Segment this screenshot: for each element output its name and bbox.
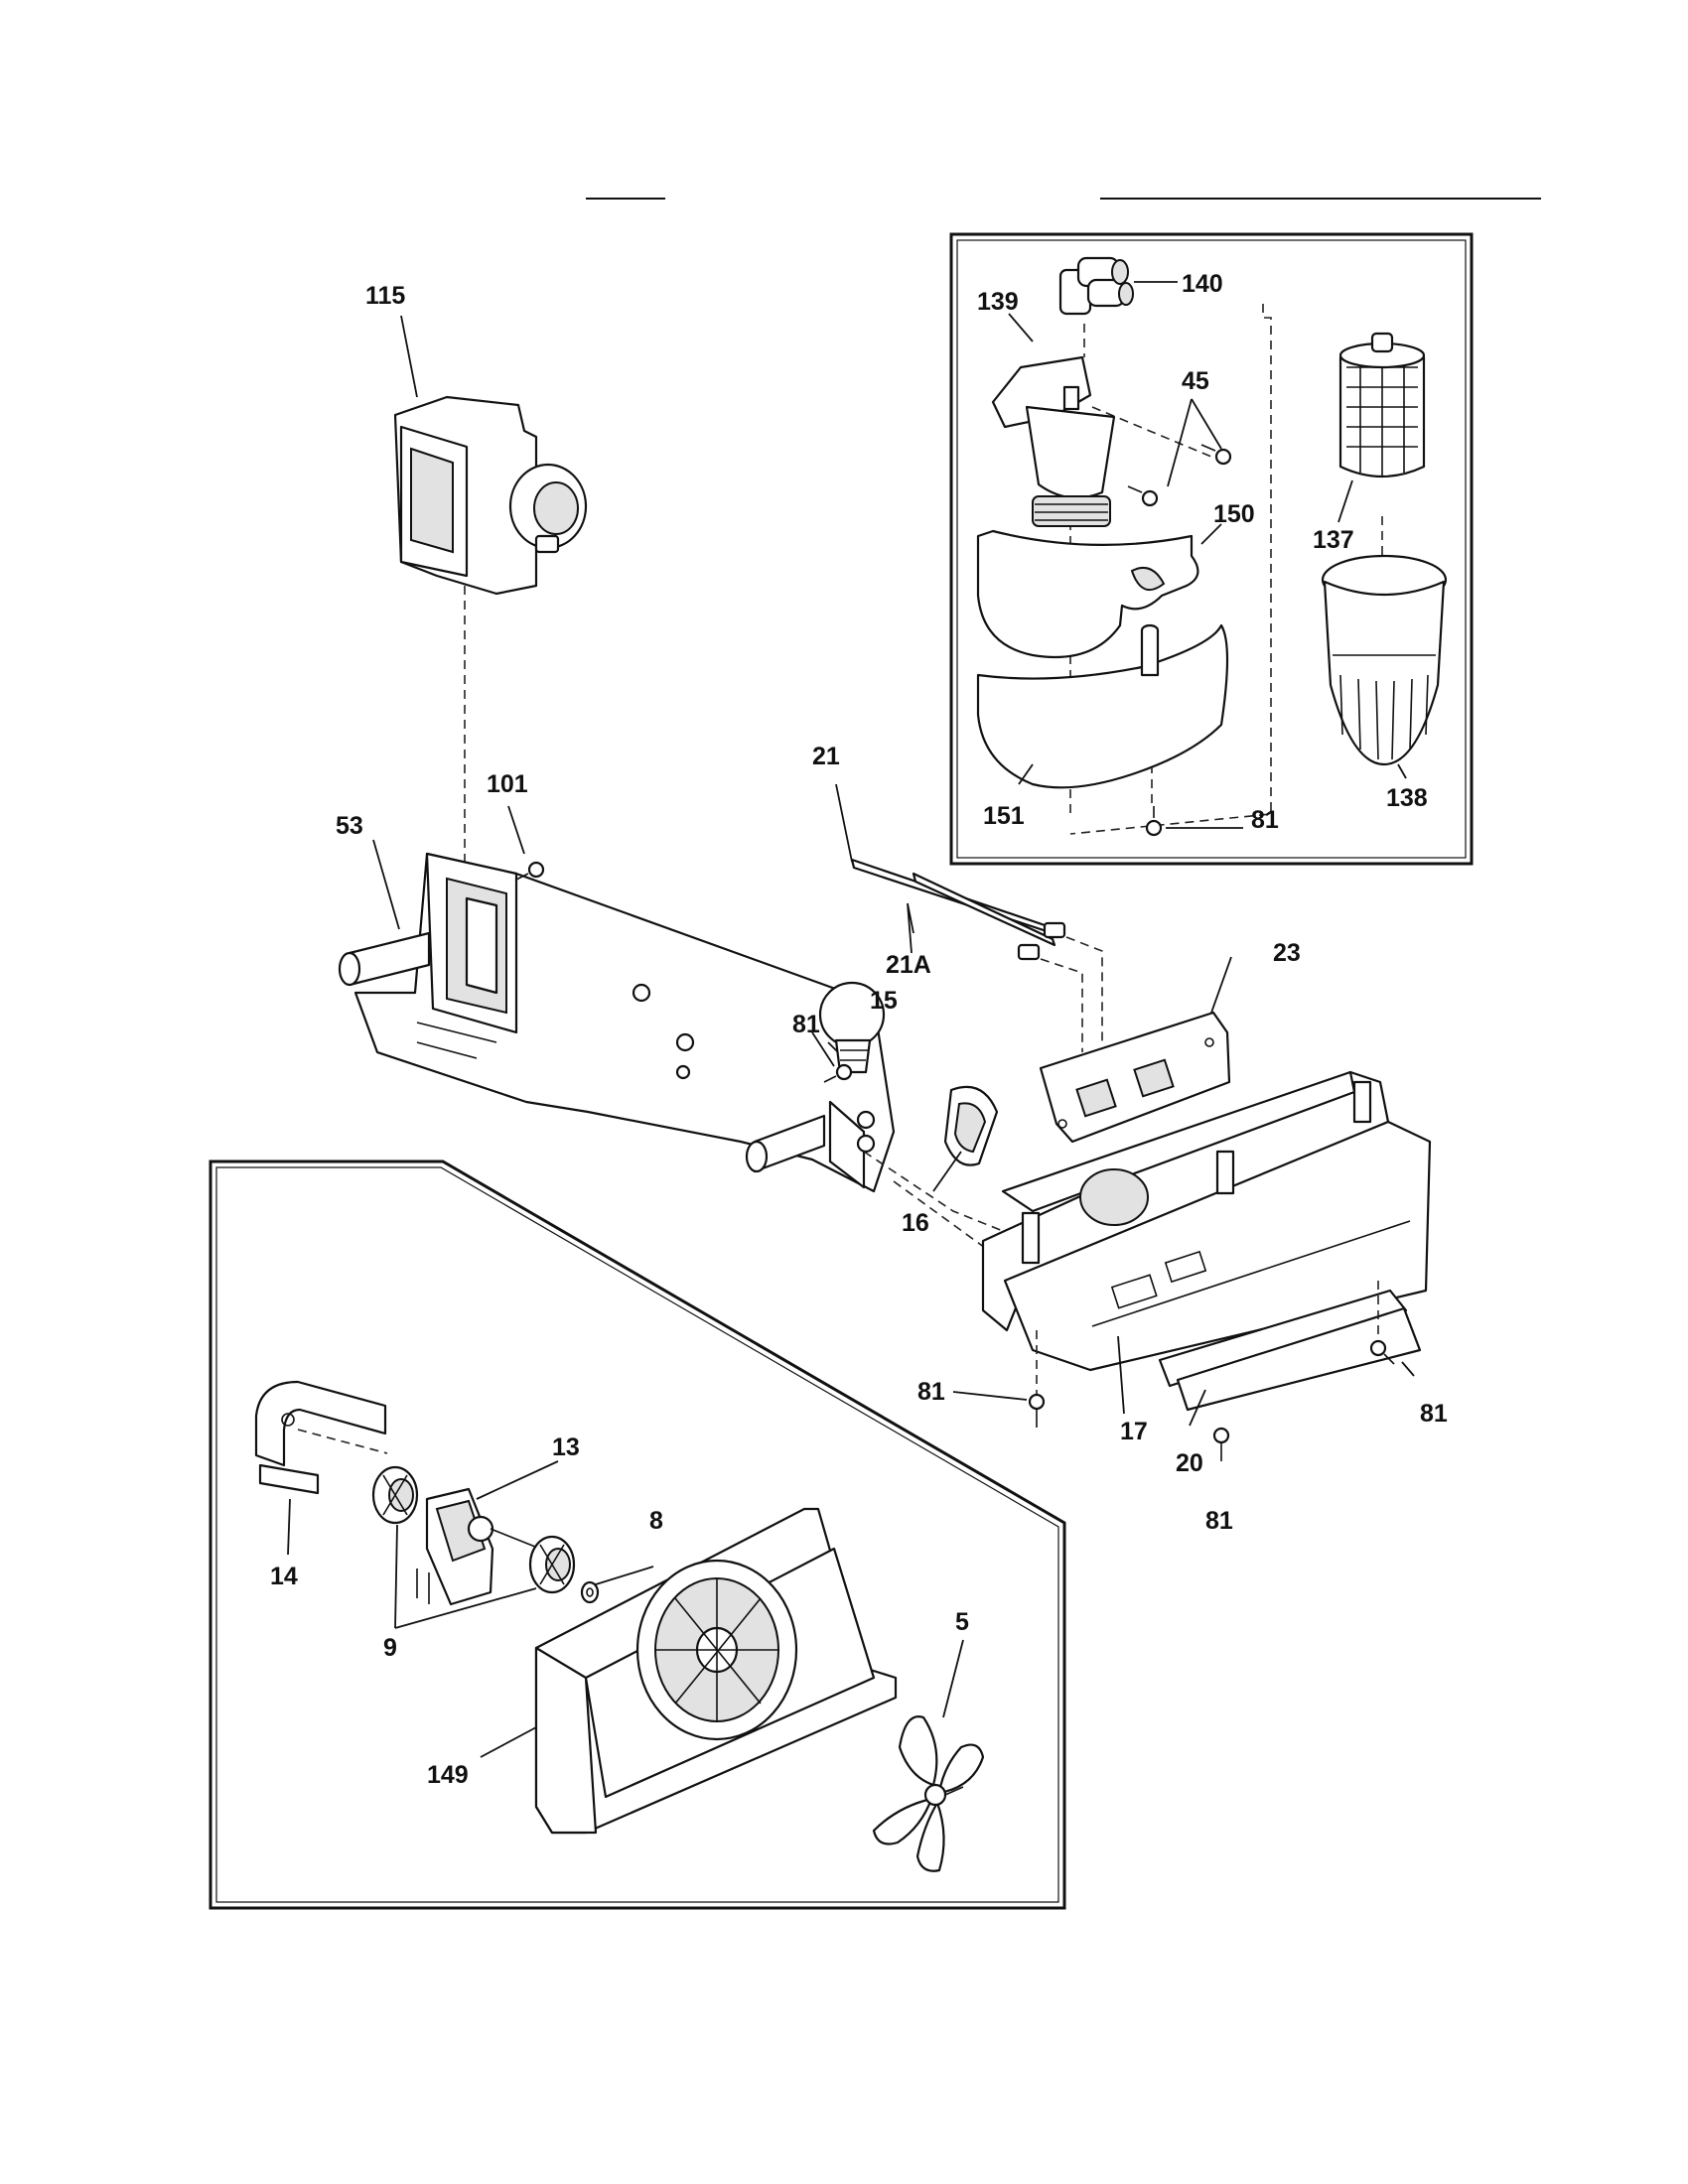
label-149: 149 bbox=[427, 1761, 469, 1789]
label-8: 8 bbox=[649, 1507, 663, 1535]
screw-81-bottom-center bbox=[1212, 1427, 1230, 1461]
washer-8 bbox=[580, 1580, 600, 1604]
label-81-bottom-center: 81 bbox=[1205, 1507, 1233, 1535]
label-138: 138 bbox=[1386, 784, 1428, 812]
label-21A: 21A bbox=[886, 951, 931, 979]
fan-motor-13 bbox=[416, 1487, 541, 1606]
dispenser-front-17 bbox=[981, 1070, 1432, 1372]
lamp-socket-16 bbox=[943, 1085, 999, 1166]
label-45: 45 bbox=[1182, 367, 1209, 395]
screw-81-filter bbox=[1145, 806, 1163, 837]
screws-45 bbox=[1127, 444, 1232, 507]
screw-81-bottom-left bbox=[1028, 1393, 1046, 1428]
label-137: 137 bbox=[1313, 526, 1354, 554]
label-81-bottom-left: 81 bbox=[917, 1378, 945, 1406]
label-81-filter: 81 bbox=[1251, 806, 1279, 834]
grommet-9-right bbox=[528, 1535, 576, 1594]
label-14: 14 bbox=[270, 1563, 298, 1590]
label-16: 16 bbox=[902, 1209, 929, 1237]
part-labels: 115 140 139 45 150 137 138 151 81 21 101… bbox=[270, 270, 1448, 1789]
label-15: 15 bbox=[870, 987, 898, 1015]
label-5: 5 bbox=[955, 1608, 969, 1636]
elbow-fitting-140 bbox=[1058, 256, 1134, 316]
filter-cover-151 bbox=[976, 623, 1229, 789]
label-81-bottom-right: 81 bbox=[1420, 1400, 1448, 1428]
grommet-9-left bbox=[371, 1465, 419, 1525]
label-17: 17 bbox=[1120, 1418, 1148, 1445]
label-20: 20 bbox=[1176, 1449, 1203, 1477]
control-board-23 bbox=[1039, 1011, 1231, 1144]
label-151: 151 bbox=[983, 802, 1025, 830]
screw-81-bottom-right bbox=[1369, 1339, 1395, 1365]
water-filter-inset bbox=[949, 232, 1474, 866]
screw-101 bbox=[515, 861, 545, 881]
filter-cartridge-137 bbox=[1338, 332, 1426, 478]
filter-bowl-138 bbox=[1321, 554, 1448, 766]
label-140: 140 bbox=[1182, 270, 1223, 298]
label-21: 21 bbox=[812, 743, 840, 770]
dispenser-housing-53 bbox=[338, 852, 896, 1193]
fan-shroud-149 bbox=[534, 1507, 898, 1835]
screw-81-housing bbox=[823, 1063, 853, 1083]
filter-head-139 bbox=[991, 355, 1116, 527]
label-81-housing: 81 bbox=[792, 1011, 820, 1038]
label-115: 115 bbox=[365, 282, 405, 310]
wire-harness-21 bbox=[850, 858, 1066, 961]
fan-assembly-inset bbox=[209, 1160, 1066, 1910]
label-53: 53 bbox=[336, 812, 363, 840]
label-9: 9 bbox=[383, 1634, 397, 1662]
label-150: 150 bbox=[1213, 500, 1255, 528]
label-23: 23 bbox=[1273, 939, 1301, 967]
fan-blade-5 bbox=[872, 1715, 985, 1872]
solenoid-115 bbox=[393, 395, 588, 596]
label-101: 101 bbox=[487, 770, 528, 798]
filter-cover-150 bbox=[976, 529, 1199, 659]
motor-bracket-14 bbox=[254, 1380, 388, 1495]
trim-panel-20 bbox=[1158, 1289, 1422, 1412]
label-139: 139 bbox=[977, 288, 1019, 316]
label-13: 13 bbox=[552, 1433, 580, 1461]
